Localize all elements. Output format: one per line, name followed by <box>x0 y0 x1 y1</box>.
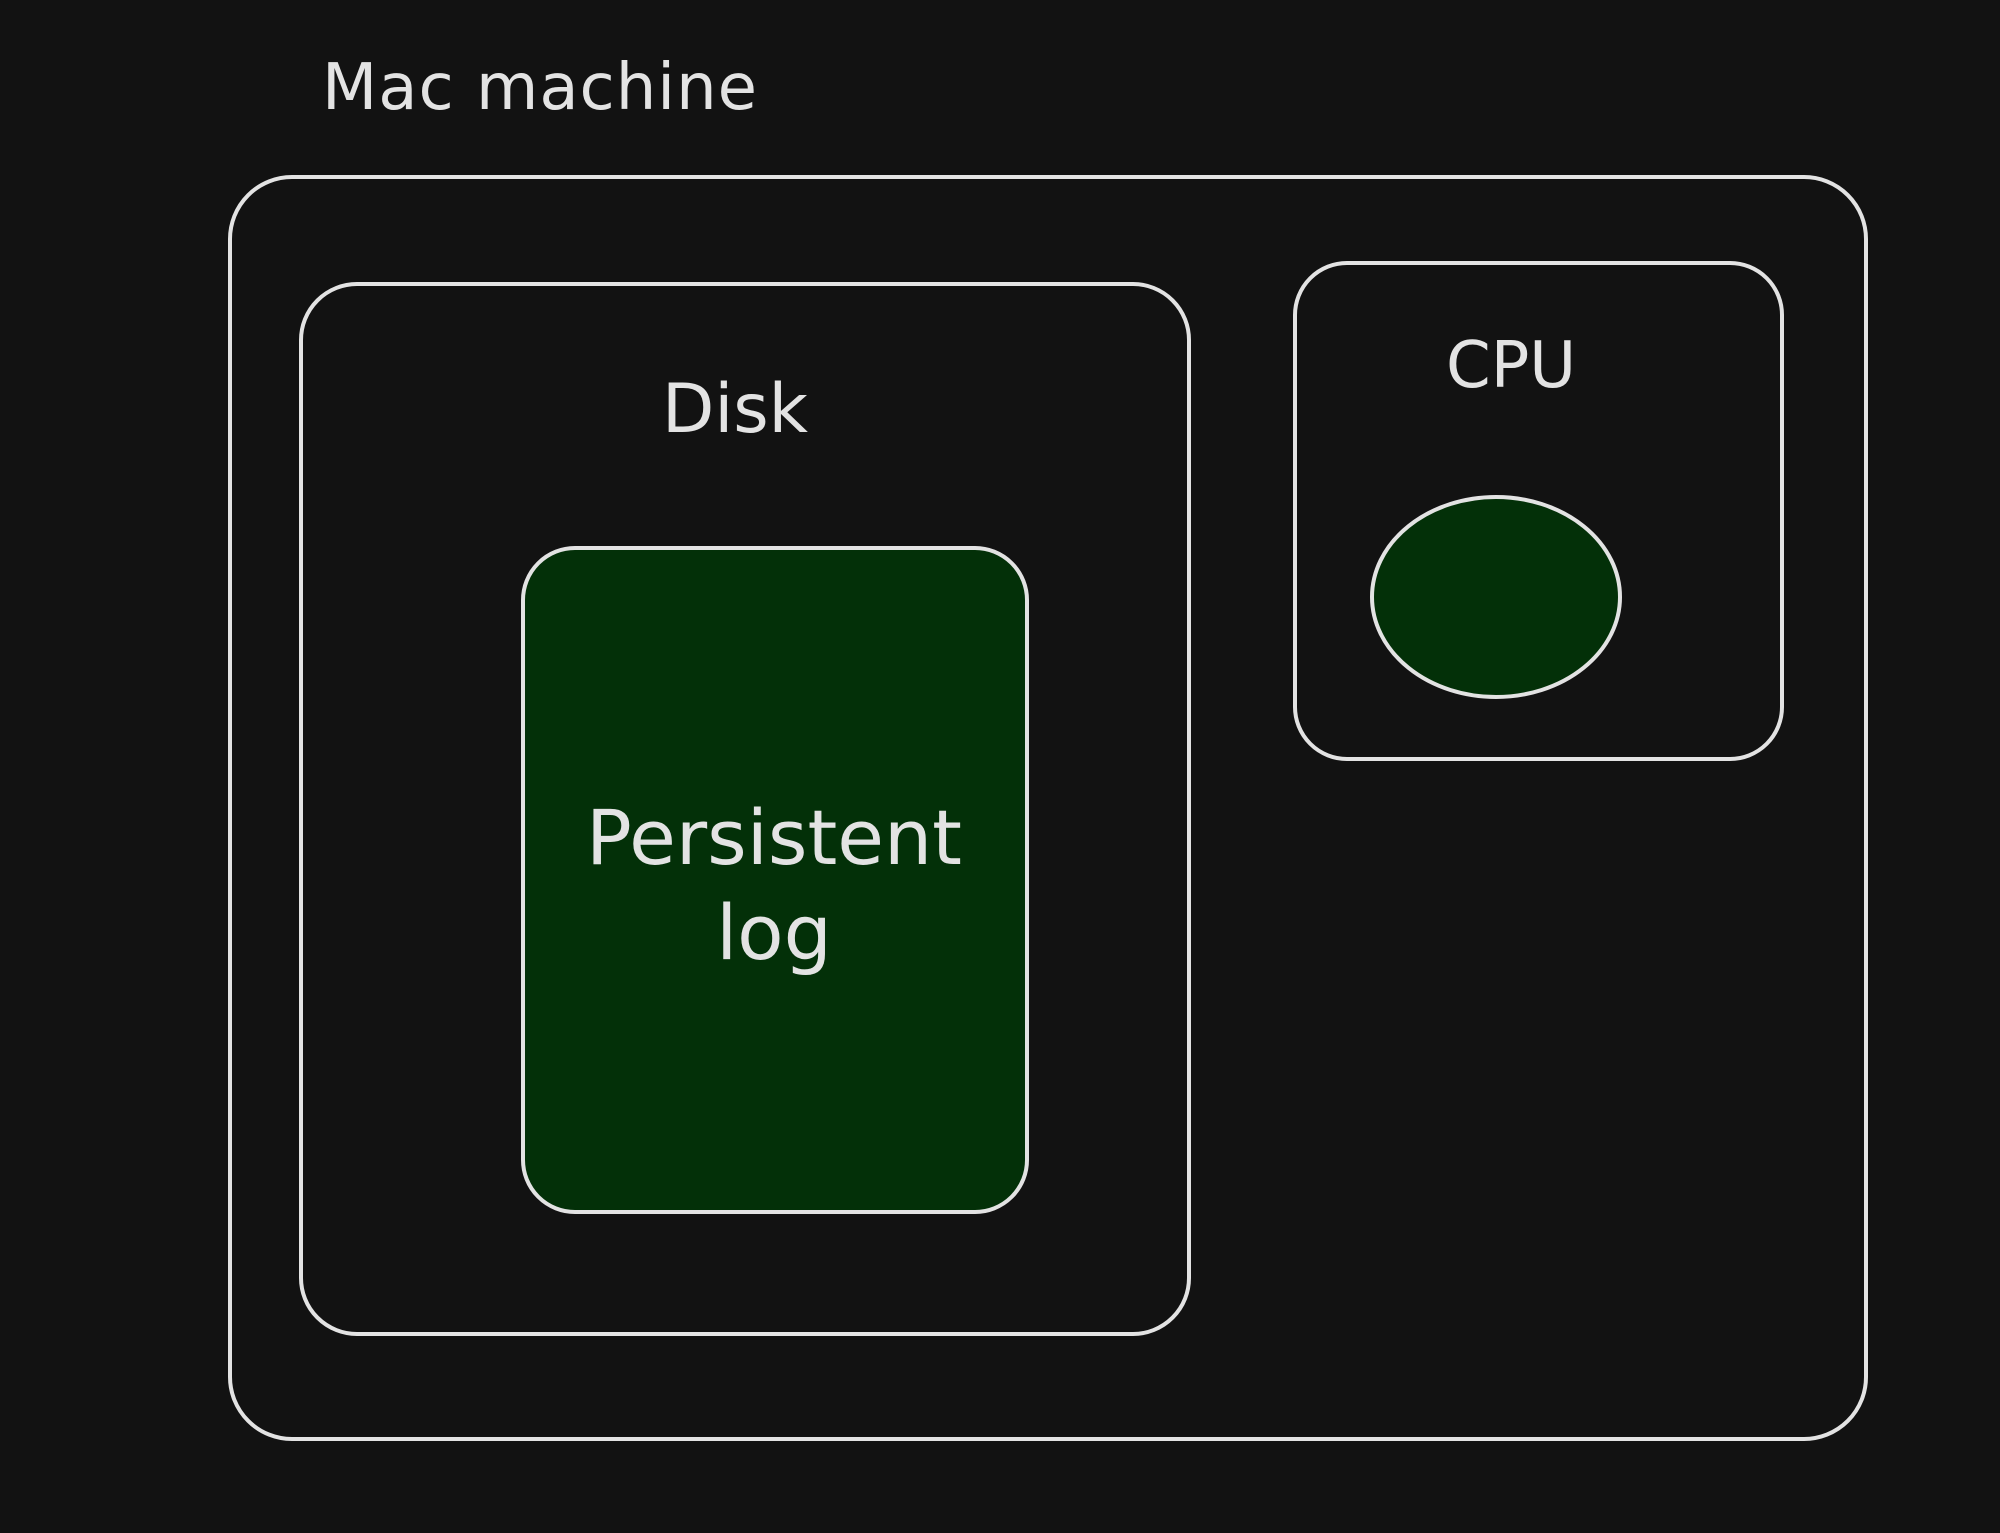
disk-box <box>299 282 1191 1336</box>
persistent-log-label-line1: Persistent <box>586 793 962 882</box>
cpu-label: CPU <box>1446 329 1577 403</box>
mac-machine-box <box>228 175 1868 1441</box>
mac-machine-label: Mac machine <box>322 51 758 125</box>
persistent-log-label-line2: log <box>716 888 832 977</box>
persistent-log-box <box>521 546 1029 1214</box>
cpu-core-circle <box>1370 495 1622 699</box>
persistent-log-label: Persistent log <box>524 790 1024 980</box>
cpu-box <box>1293 261 1784 761</box>
disk-label: Disk <box>662 370 809 449</box>
